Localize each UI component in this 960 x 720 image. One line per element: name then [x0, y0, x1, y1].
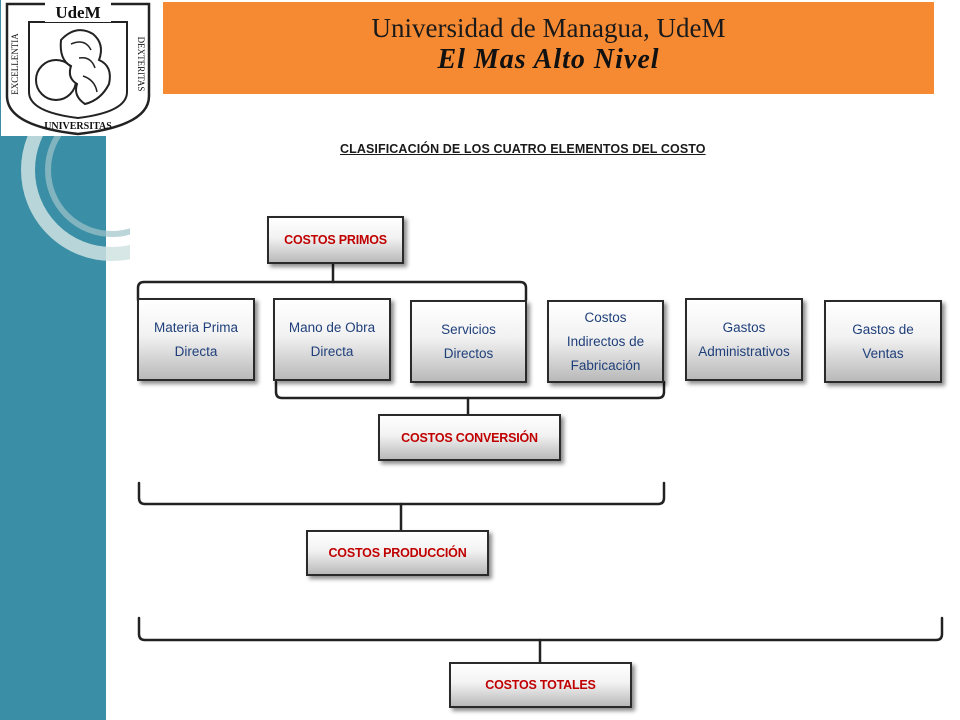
element-box-mano-de-obra: Mano de Obra Directa [273, 298, 391, 381]
element-text: Gastos [722, 319, 766, 335]
element-text: Administrativos [698, 343, 790, 359]
costos-conversion-box: COSTOS CONVERSIÓN [378, 414, 561, 461]
element-box-costos-indirectos: Costos Indirectos de Fabricación [547, 300, 664, 383]
element-box-servicios: Servicios Directos [410, 300, 527, 383]
conversion-bracket [274, 380, 666, 400]
university-logo: UdeM EXCELLENTIA DEXTERITAS UNIVERSITAS [1, 0, 155, 136]
element-text: Servicios [441, 321, 496, 337]
element-box-gastos-ventas: Gastos de Ventas [824, 300, 942, 383]
element-text: Indirectos de [566, 333, 645, 349]
diagram-title: CLASIFICACIÓN DE LOS CUATRO ELEMENTOS DE… [340, 142, 706, 156]
logo-top-text: UdeM [55, 3, 100, 22]
totales-bracket [137, 616, 944, 642]
costos-primos-label: COSTOS PRIMOS [284, 233, 387, 247]
costos-totales-label: COSTOS TOTALES [485, 678, 596, 692]
element-text: Costos [584, 309, 627, 325]
logo-right-text: DEXTERITAS [136, 37, 146, 92]
element-text: Directa [310, 343, 354, 359]
university-seal-icon: UdeM EXCELLENTIA DEXTERITAS UNIVERSITAS [5, 2, 151, 136]
element-box-gastos-administrativos: Gastos Administrativos [685, 298, 803, 381]
costos-primos-box: COSTOS PRIMOS [267, 216, 404, 264]
element-text: Materia Prima [153, 319, 239, 335]
element-box-materia-prima: Materia Prima Directa [137, 298, 255, 381]
element-text: Gastos de [852, 321, 914, 337]
logo-left-text: EXCELLENTIA [10, 33, 20, 95]
logo-bottom-text: UNIVERSITAS [44, 121, 112, 132]
header-subtitle: El Mas Alto Nivel [437, 44, 660, 75]
element-text: Fabricación [570, 357, 641, 373]
element-text: Ventas [862, 345, 904, 361]
produccion-bracket [137, 481, 666, 506]
costos-produccion-label: COSTOS PRODUCCIÓN [328, 546, 467, 560]
costos-conversion-label: COSTOS CONVERSIÓN [401, 430, 538, 445]
costos-produccion-box: COSTOS PRODUCCIÓN [306, 530, 489, 576]
element-text: Mano de Obra [288, 319, 376, 335]
header-banner: Universidad de Managua, UdeM El Mas Alto… [163, 2, 934, 94]
costos-totales-box: COSTOS TOTALES [449, 662, 632, 708]
element-text: Directos [443, 345, 494, 361]
element-text: Directa [174, 343, 218, 359]
header-title: Universidad de Managua, UdeM [371, 13, 726, 43]
